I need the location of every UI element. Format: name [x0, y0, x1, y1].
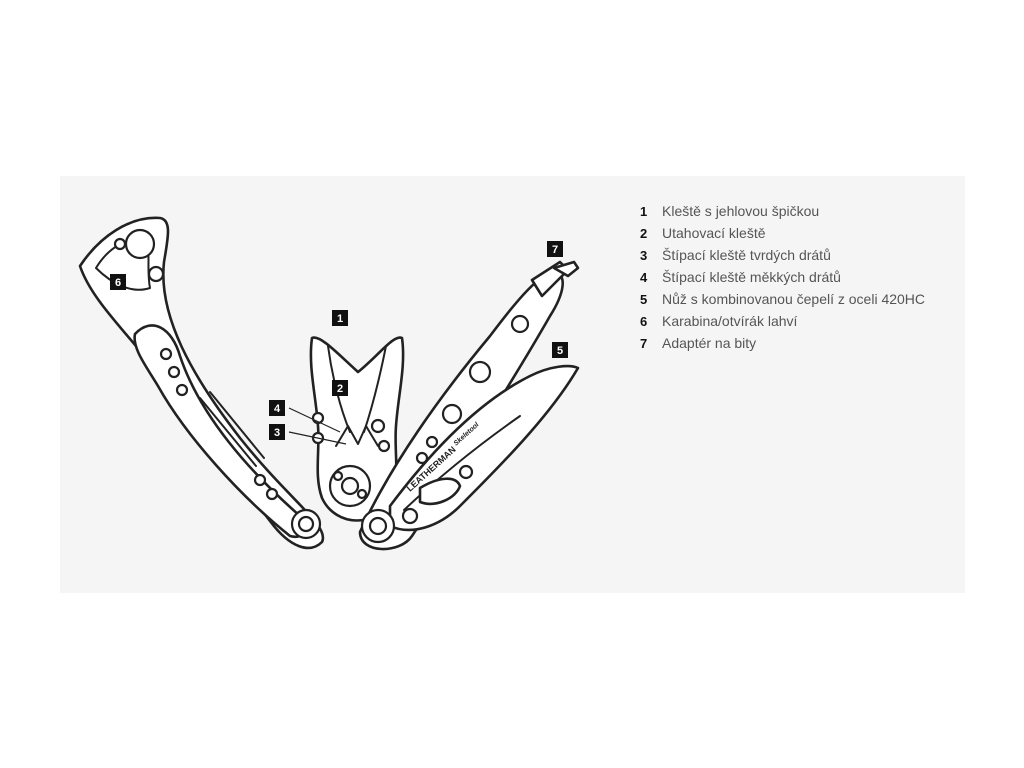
callout-badge-7: 7	[547, 241, 563, 257]
callout-badge-3: 3	[269, 424, 285, 440]
left-inner-handle	[133, 324, 307, 539]
leader-line-3	[288, 431, 347, 445]
legend-number: 5	[640, 292, 648, 307]
legend-number: 7	[640, 336, 648, 351]
diagram-panel: LEATHERMAN Skeletool 1 2 3 4	[60, 176, 965, 593]
multitool-diagram: LEATHERMAN Skeletool 1 2 3 4	[78, 216, 580, 551]
legend-label: Štípací kleště tvrdých drátů	[662, 247, 831, 263]
legend-number: 3	[640, 248, 648, 263]
legend-number: 6	[640, 314, 648, 329]
svg-text:6: 6	[115, 277, 121, 289]
legend-number: 2	[640, 226, 648, 241]
legend-item: 2 Utahovací kleště	[640, 222, 925, 244]
svg-text:3: 3	[274, 427, 280, 439]
leader-line-4	[288, 407, 341, 433]
svg-text:1: 1	[337, 313, 343, 325]
legend-item: 4 Štípací kleště měkkých drátů	[640, 266, 925, 288]
legend-label: Karabina/otvírák lahví	[662, 313, 798, 329]
callout-badge-5: 5	[552, 342, 568, 358]
svg-text:2: 2	[337, 383, 343, 395]
left-pivot	[290, 508, 322, 540]
legend-label: Nůž s kombinovanou čepelí z oceli 420HC	[662, 291, 926, 307]
right-pivot	[360, 507, 419, 544]
callout-badge-1: 1	[332, 310, 348, 326]
legend-item: 3 Štípací kleště tvrdých drátů	[640, 244, 925, 266]
callout-badge-4: 4	[269, 400, 285, 416]
legend-item: 6 Karabina/otvírák lahví	[640, 310, 925, 332]
legend-item: 5 Nůž s kombinovanou čepelí z oceli 420H…	[640, 288, 925, 310]
legend-number: 4	[640, 270, 648, 285]
callout-badge-2: 2	[332, 380, 348, 396]
svg-text:5: 5	[557, 345, 563, 357]
callout-badge-6: 6	[110, 274, 126, 290]
legend-label: Kleště s jehlovou špičkou	[662, 203, 820, 219]
legend-item: 7 Adaptér na bity	[640, 332, 925, 354]
svg-text:7: 7	[552, 244, 558, 256]
legend-list: 1 Kleště s jehlovou špičkou 2 Utahovací …	[640, 200, 925, 354]
left-handle	[78, 216, 325, 550]
legend-number: 1	[640, 204, 648, 219]
legend-label: Utahovací kleště	[662, 225, 766, 241]
legend-item: 1 Kleště s jehlovou špičkou	[640, 200, 925, 222]
legend-label: Adaptér na bity	[662, 335, 757, 351]
legend-label: Štípací kleště měkkých drátů	[662, 269, 841, 285]
svg-text:4: 4	[274, 403, 281, 415]
